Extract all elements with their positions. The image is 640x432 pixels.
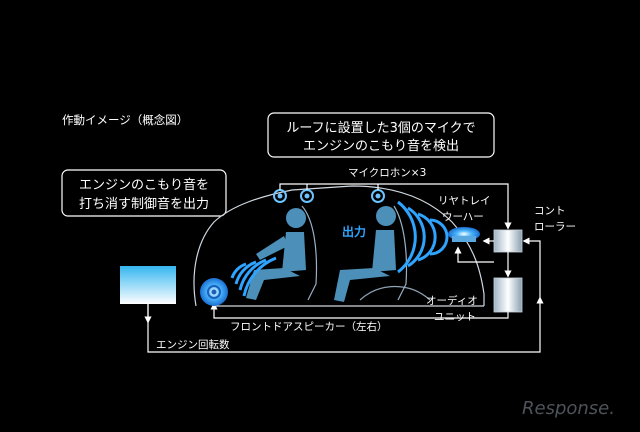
callout-cancel-sound: エンジンのこもり音を 打ち消す制御音を出力 bbox=[61, 169, 227, 217]
seats bbox=[301, 205, 408, 301]
signal-wiring bbox=[144, 237, 544, 353]
output-label: 出力 bbox=[342, 224, 366, 239]
rear-occupant-figure bbox=[334, 206, 396, 302]
car-outline bbox=[193, 185, 485, 307]
watermark-text: Response. bbox=[522, 398, 615, 419]
rear-tray-woofer-icon bbox=[448, 227, 480, 242]
audio-unit-label-2: ユニット bbox=[434, 311, 476, 323]
microphone-label: マイクロホン×3 bbox=[348, 167, 426, 179]
engine-block bbox=[120, 266, 176, 304]
front-occupant-figure bbox=[246, 208, 306, 300]
microphones bbox=[273, 189, 385, 203]
rear-woofer-label-2: ウーハー bbox=[442, 211, 484, 223]
audio-unit-label-1: オーディオ bbox=[426, 294, 478, 307]
front-speaker-sound-waves bbox=[230, 256, 277, 297]
controller-label-2: ローラー bbox=[534, 221, 576, 233]
engine-rpm-label: エンジン回転数 bbox=[156, 338, 230, 351]
controller-label-1: コント bbox=[534, 205, 566, 217]
rear-woofer-sound-waves bbox=[397, 200, 449, 274]
audio-unit bbox=[493, 277, 523, 313]
callout-cancel-line2: 打ち消す制御音を出力 bbox=[79, 196, 209, 212]
front-speaker-label: フロントドアスピーカー（左右） bbox=[230, 320, 388, 333]
microphone-signal-lines bbox=[279, 183, 512, 230]
diagram-title: 作動イメージ（概念図） bbox=[62, 113, 188, 127]
controller-unit bbox=[493, 229, 523, 253]
callout-cancel-line1: エンジンのこもり音を bbox=[79, 177, 209, 193]
response-watermark-logo: Response. bbox=[522, 398, 615, 419]
rear-woofer-label-1: リヤトレイ bbox=[438, 195, 491, 207]
callout-mics-line2: エンジンのこもり音を検出 bbox=[303, 138, 459, 154]
callout-mics-line1: ルーフに設置した3個のマイクで bbox=[286, 120, 475, 136]
callout-microphones: ルーフに設置した3個のマイクで エンジンのこもり音を検出 bbox=[267, 112, 495, 158]
front-door-speaker-icon bbox=[200, 278, 228, 306]
